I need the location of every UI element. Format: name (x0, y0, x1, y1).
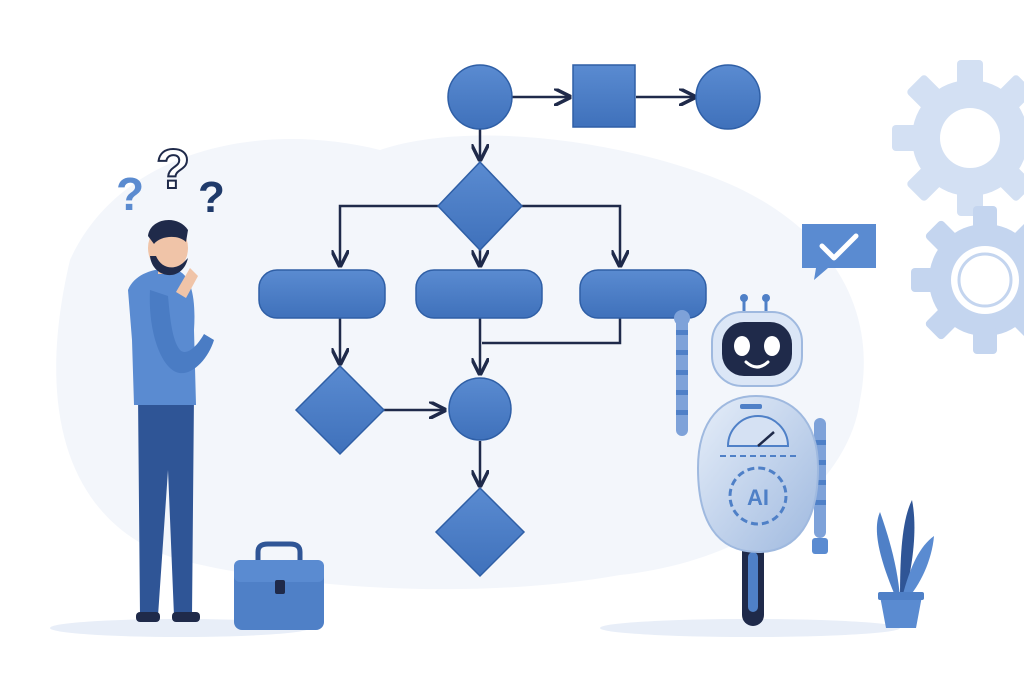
ai-robot: AI (674, 294, 828, 626)
question-marks: ? ? ? (116, 136, 225, 222)
edge-decision-main-to-process-right (522, 204, 620, 264)
checkmark-icon (802, 224, 876, 280)
plant-icon (876, 500, 934, 628)
briefcase-icon (234, 541, 324, 630)
question-mark-icon: ? (116, 168, 144, 220)
node-process-right (579, 269, 707, 319)
node-process-left (258, 269, 386, 319)
gear-icon-small (911, 206, 1024, 354)
edge-process-right-to-merge (482, 318, 622, 345)
question-mark-icon: ? (156, 137, 190, 200)
node-decision-bottom (434, 486, 526, 578)
node-end-top (695, 64, 761, 130)
flowchart-nodes (258, 64, 761, 578)
node-process-top (572, 64, 636, 128)
thinking-man (128, 219, 214, 622)
flowchart-edges (340, 97, 693, 484)
node-decision-left (294, 364, 386, 456)
background-blob (50, 135, 900, 637)
node-process-middle (415, 269, 543, 319)
question-mark-icon: ? (198, 173, 225, 222)
node-decision-main (436, 160, 524, 252)
edge-decision-main-to-process-left (340, 204, 438, 264)
robot-ai-label: AI (747, 485, 769, 510)
node-merge (448, 377, 512, 441)
gear-icon-large (892, 60, 1024, 216)
node-start (447, 64, 513, 130)
